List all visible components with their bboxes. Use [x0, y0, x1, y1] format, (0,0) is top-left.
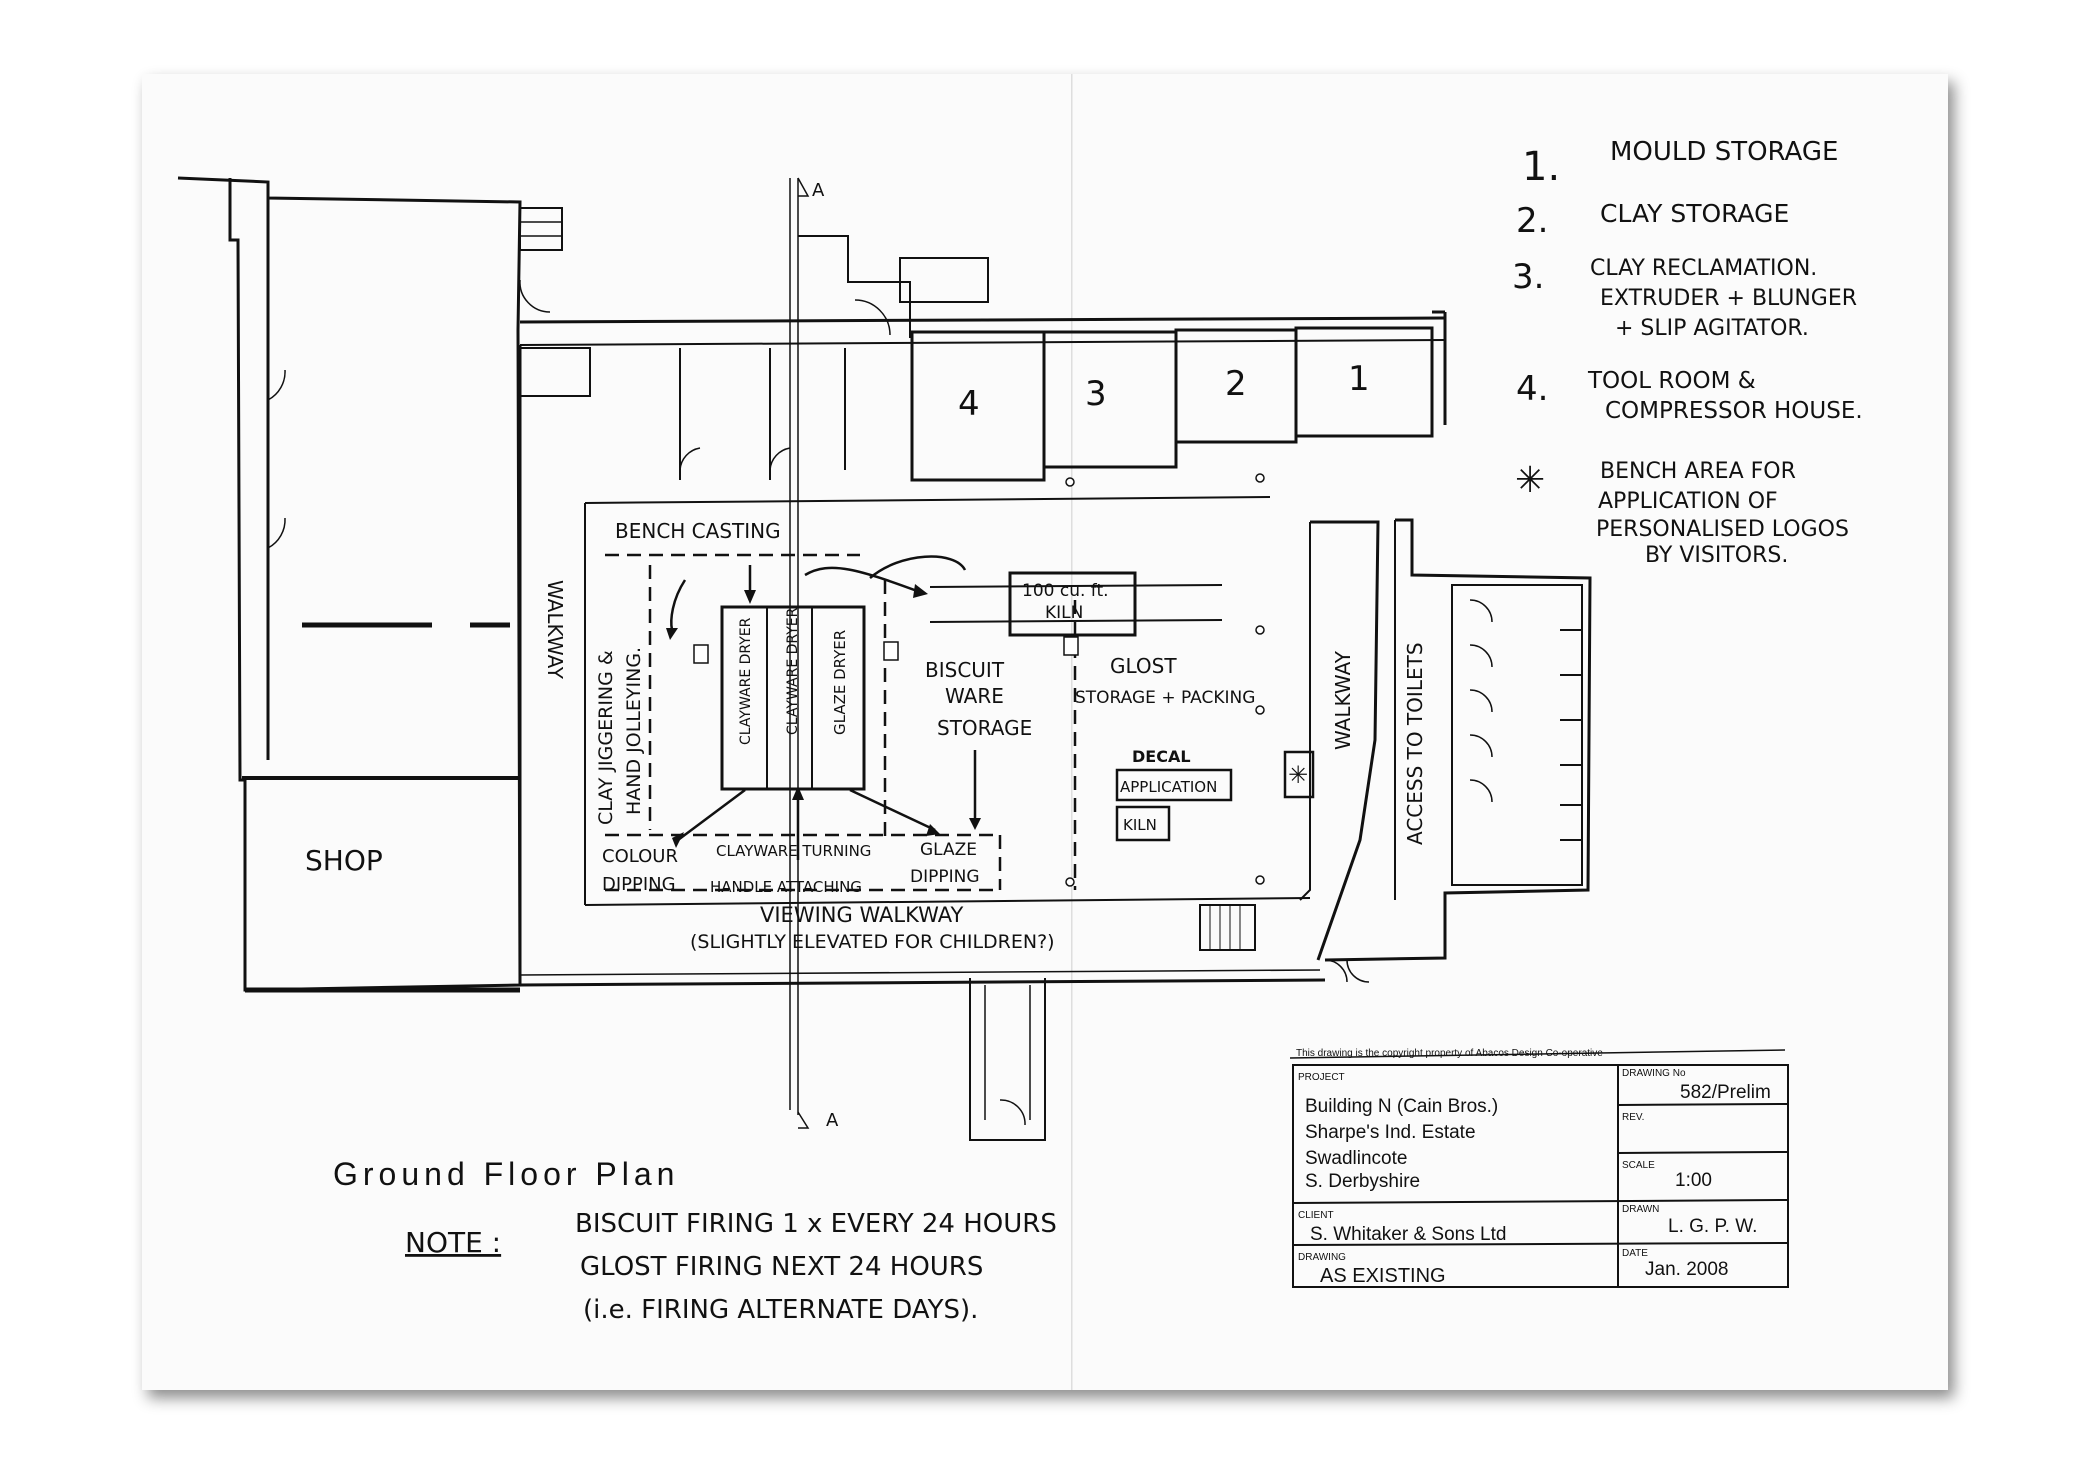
glaze-dipping-label-2: DIPPING — [910, 867, 980, 887]
drawing-no-value: 582/Prelim — [1680, 1082, 1771, 1103]
legend: 1. MOULD STORAGE 2. CLAY STORAGE 3. CLAY… — [1512, 137, 1863, 568]
room-numbers: 4 3 2 1 — [958, 359, 1370, 424]
drawing-field-label: DRAWING — [1298, 1252, 1346, 1263]
glaze-dipping-label-1: GLAZE — [920, 840, 977, 860]
title-block — [1289, 1049, 1789, 1288]
biscuit-label-1: BISCUIT — [925, 658, 1005, 682]
legend-5-line-4: BY VISITORS. — [1645, 543, 1788, 568]
page-fold — [1071, 74, 1073, 1390]
legend-4-number: 4. — [1516, 369, 1548, 409]
biscuit-label-3: STORAGE — [937, 716, 1032, 740]
biscuit-label-2: WARE — [945, 684, 1004, 708]
note-line-3: (i.e. FIRING ALTERNATE DAYS). — [583, 1295, 978, 1325]
glost-label-2: STORAGE + PACKING — [1075, 688, 1255, 708]
title-block-text: This drawing is the copyright property o… — [1296, 1048, 1771, 1287]
project-line-1: Building N (Cain Bros.) — [1305, 1096, 1498, 1117]
legend-4-line-2: COMPRESSOR HOUSE. — [1605, 398, 1863, 424]
legend-3-line-1: CLAY RECLAMATION. — [1590, 256, 1817, 281]
plan-title: Ground Floor Plan — [333, 1156, 679, 1192]
shop-label: SHOP — [305, 844, 383, 877]
decal-kiln-box — [1115, 805, 1171, 842]
legend-5-line-2: APPLICATION OF — [1598, 489, 1778, 514]
kiln-structure — [929, 571, 1223, 637]
bench-area-box — [1283, 750, 1315, 799]
project-line-4: S. Derbyshire — [1305, 1171, 1420, 1192]
legend-5-line-1: BENCH AREA FOR — [1600, 459, 1796, 484]
decal-application-label: APPLICATION — [1120, 778, 1217, 796]
colour-label-2: DIPPING — [602, 874, 676, 895]
decal-kiln-label: KILN — [1123, 816, 1157, 834]
glost-label-1: GLOST — [1110, 654, 1177, 678]
legend-3-line-2: EXTRUDER + BLUNGER — [1600, 286, 1857, 311]
date-value: Jan. 2008 — [1645, 1259, 1728, 1280]
workflow-arrows — [670, 555, 977, 860]
kiln-label: KILN — [1045, 603, 1083, 623]
paper-sheet — [142, 74, 1948, 1390]
date-field-label: DATE — [1622, 1248, 1648, 1259]
legend-5-star: ✳ — [1515, 460, 1545, 501]
section-a-bottom-label: A — [826, 1110, 839, 1131]
legend-1-number: 1. — [1522, 144, 1560, 190]
colour-label-1: COLOUR — [602, 846, 678, 867]
viewing-walkway-note: (SLIGHTLY ELEVATED FOR CHILDREN?) — [690, 931, 1055, 953]
rev-field-label: REV. — [1622, 1112, 1644, 1123]
scale-value: 1:00 — [1675, 1170, 1712, 1191]
structural-columns — [693, 473, 1265, 887]
legend-2-text: CLAY STORAGE — [1600, 199, 1789, 228]
bench-area-star: ✳ — [1288, 761, 1308, 789]
decal-application-box — [1115, 768, 1233, 802]
room-4-label: 4 — [958, 384, 980, 424]
room-1-label: 1 — [1348, 359, 1370, 399]
dryer-block — [720, 605, 866, 791]
clayware-turning-label-2: HANDLE ATTACHING — [710, 878, 862, 896]
room-2-label: 2 — [1225, 364, 1247, 404]
drawn-value: L. G. P. W. — [1668, 1216, 1757, 1237]
note-label: NOTE : — [405, 1226, 501, 1259]
building-walls — [177, 176, 1592, 1141]
clayware-dryer-label-2: CLAYWARE DRYER — [785, 607, 801, 735]
legend-3-number: 3. — [1512, 257, 1544, 297]
clay-jiggering-label-1: CLAY JIGGERING & — [595, 650, 617, 825]
decal-label: DECAL — [1132, 747, 1191, 766]
kiln-capacity-label: 100 cu. ft. — [1022, 581, 1109, 601]
legend-4-line-1: TOOL ROOM & — [1587, 368, 1756, 394]
drawing-no-field-label: DRAWING No — [1622, 1068, 1686, 1079]
legend-3-line-3: + SLIP AGITATOR. — [1615, 316, 1809, 341]
drawn-field-label: DRAWN — [1622, 1204, 1659, 1215]
section-line-a — [789, 177, 810, 1129]
client-field-label: CLIENT — [1298, 1210, 1334, 1221]
project-line-2: Sharpe's Ind. Estate — [1305, 1122, 1476, 1143]
drawing-value: AS EXISTING — [1320, 1265, 1446, 1287]
legend-5-line-3: PERSONALISED LOGOS — [1596, 517, 1849, 542]
project-field-label: PROJECT — [1298, 1072, 1345, 1083]
clayware-dryer-label-1: CLAYWARE DRYER — [738, 617, 754, 745]
note-line-2: GLOST FIRING NEXT 24 HOURS — [580, 1252, 983, 1282]
legend-2-number: 2. — [1516, 201, 1548, 241]
walkway-left-label: WALKWAY — [543, 580, 567, 680]
client-value: S. Whitaker & Sons Ltd — [1310, 1224, 1506, 1245]
legend-1-text: MOULD STORAGE — [1610, 137, 1838, 167]
glaze-dryer-label: GLAZE DRYER — [831, 630, 849, 735]
bench-casting-label: BENCH CASTING — [615, 519, 781, 543]
scale-field-label: SCALE — [1622, 1160, 1655, 1171]
door-swings — [267, 279, 1493, 1126]
arrow-heads — [666, 584, 981, 848]
walkway-right-label: WALKWAY — [1331, 650, 1355, 750]
copyright-text: This drawing is the copyright property o… — [1296, 1048, 1603, 1059]
clay-jiggering-label-2: HAND JOLLEYING. — [623, 647, 645, 815]
section-a-top-label: A — [812, 180, 825, 201]
note-line-1: BISCUIT FIRING 1 x EVERY 24 HOURS — [575, 1209, 1057, 1239]
clayware-turning-label-1: CLAYWARE TURNING — [716, 842, 871, 860]
project-line-3: Swadlincote — [1305, 1148, 1407, 1169]
access-toilets-label: ACCESS TO TOILETS — [1403, 642, 1427, 845]
room-3-label: 3 — [1085, 374, 1107, 414]
viewing-walkway-label: VIEWING WALKWAY — [760, 903, 963, 927]
